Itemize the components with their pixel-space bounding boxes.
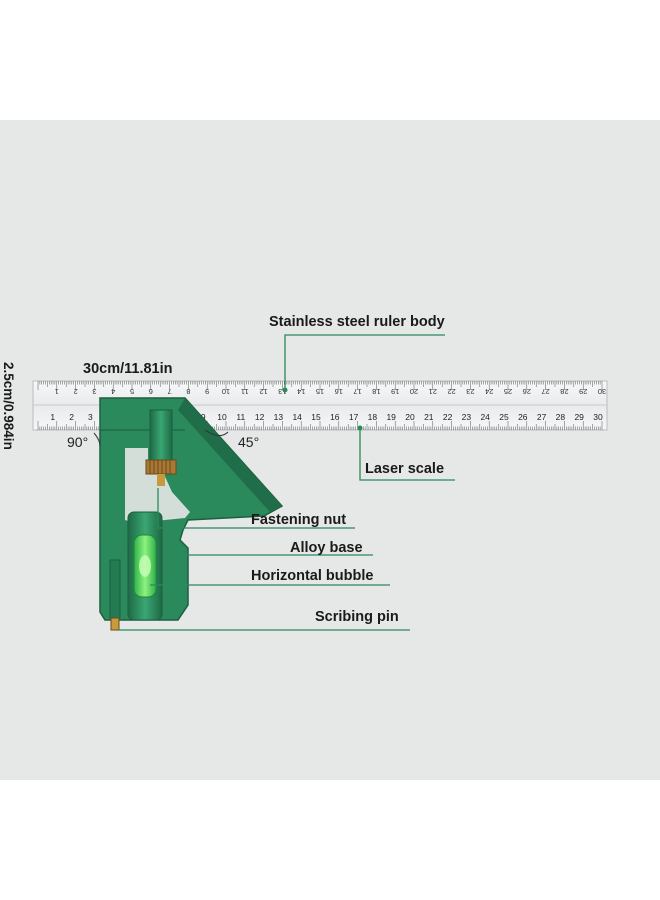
bottom-scale-number: 12 xyxy=(255,412,265,422)
top-scale-number: 1 xyxy=(55,387,59,396)
nut-cylinder xyxy=(149,409,173,461)
top-scale-number: 21 xyxy=(429,387,437,396)
top-scale-numbers: 3029282726252423222120191817161514131211… xyxy=(55,387,606,396)
bottom-scale-number: 30 xyxy=(593,412,603,422)
top-scale-number: 7 xyxy=(168,387,172,396)
top-scale-number: 6 xyxy=(149,387,153,396)
bottom-scale-number: 21 xyxy=(424,412,434,422)
bottom-scale-number: 23 xyxy=(462,412,472,422)
top-scale-number: 15 xyxy=(316,387,324,396)
bottom-scale-number: 3 xyxy=(88,412,93,422)
bottom-scale-number: 28 xyxy=(556,412,566,422)
top-scale-number: 28 xyxy=(560,387,568,396)
bottom-scale-number: 9 xyxy=(201,412,206,422)
angle-45-arc xyxy=(204,429,229,436)
scribing-pin xyxy=(109,559,121,619)
bottom-scale-number: 15 xyxy=(311,412,321,422)
bottom-scale-number: 19 xyxy=(386,412,396,422)
width-label: 2.5cm/0.984in xyxy=(1,362,16,450)
top-scale-number: 22 xyxy=(447,387,455,396)
top-scale-number: 27 xyxy=(541,387,549,396)
angle-45-label: 45° xyxy=(238,434,260,450)
top-scale-number: 25 xyxy=(504,387,512,396)
horizontal-bubble-label: Horizontal bubble xyxy=(251,568,374,584)
top-scale-number: 23 xyxy=(466,387,474,396)
top-scale-number: 26 xyxy=(523,387,531,396)
top-scale-number: 4 xyxy=(111,387,115,396)
bottom-scale-number: 25 xyxy=(499,412,509,422)
top-scale-number: 2 xyxy=(74,387,78,396)
bottom-scale-number: 29 xyxy=(574,412,584,422)
length-label: 30cm/11.81in xyxy=(83,361,173,377)
leader-lines xyxy=(118,334,455,631)
top-scale-number: 13 xyxy=(278,387,286,396)
top-scale-number: 14 xyxy=(297,387,305,396)
bottom-scale-number: 10 xyxy=(217,412,227,422)
top-scale-number: 3 xyxy=(92,387,96,396)
top-scale-number: 20 xyxy=(410,387,418,396)
top-scale-number: 29 xyxy=(579,387,587,396)
bottom-scale-number: 22 xyxy=(443,412,453,422)
laser-scale-label: Laser scale xyxy=(365,461,445,477)
top-scale-number: 18 xyxy=(372,387,380,396)
angle-90-arc xyxy=(93,432,101,447)
top-scale-number: 30 xyxy=(598,387,606,396)
bottom-scale-number: 13 xyxy=(274,412,284,422)
top-scale-number: 16 xyxy=(335,387,343,396)
bottom-scale-number: 11 xyxy=(236,412,245,422)
top-scale-number: 19 xyxy=(391,387,399,396)
ruler-body-label: Stainless steel ruler body xyxy=(269,314,445,330)
top-scale-number: 10 xyxy=(222,387,230,396)
bottom-scale-number: 18 xyxy=(368,412,378,422)
alloy-head-shade xyxy=(178,398,282,512)
bottom-scale-number: 1 xyxy=(50,412,55,422)
bottom-scale-number: 16 xyxy=(330,412,340,422)
top-scale-number: 24 xyxy=(485,387,493,396)
scribing-pin-label: Scribing pin xyxy=(315,609,399,625)
bottom-scale-number: 20 xyxy=(405,412,415,422)
angle-90-label: 90° xyxy=(67,434,89,450)
top-scale-number: 12 xyxy=(259,387,267,396)
bottom-scale-number: 14 xyxy=(292,412,302,422)
bottom-scale-number: 24 xyxy=(480,412,490,422)
bottom-scale-number: 17 xyxy=(349,412,359,422)
top-scale-number: 9 xyxy=(205,387,209,396)
top-scale-number: 8 xyxy=(186,387,190,396)
bottom-scale-number: 2 xyxy=(69,412,74,422)
alloy-base-label: Alloy base xyxy=(290,540,363,556)
bottom-scale-number: 26 xyxy=(518,412,528,422)
top-scale-number: 11 xyxy=(241,387,249,396)
top-scale-number: 5 xyxy=(130,387,134,396)
top-scale-number: 17 xyxy=(353,387,361,396)
bottom-scale-number: 27 xyxy=(537,412,547,422)
fastening-nut-label: Fastening nut xyxy=(251,512,347,528)
